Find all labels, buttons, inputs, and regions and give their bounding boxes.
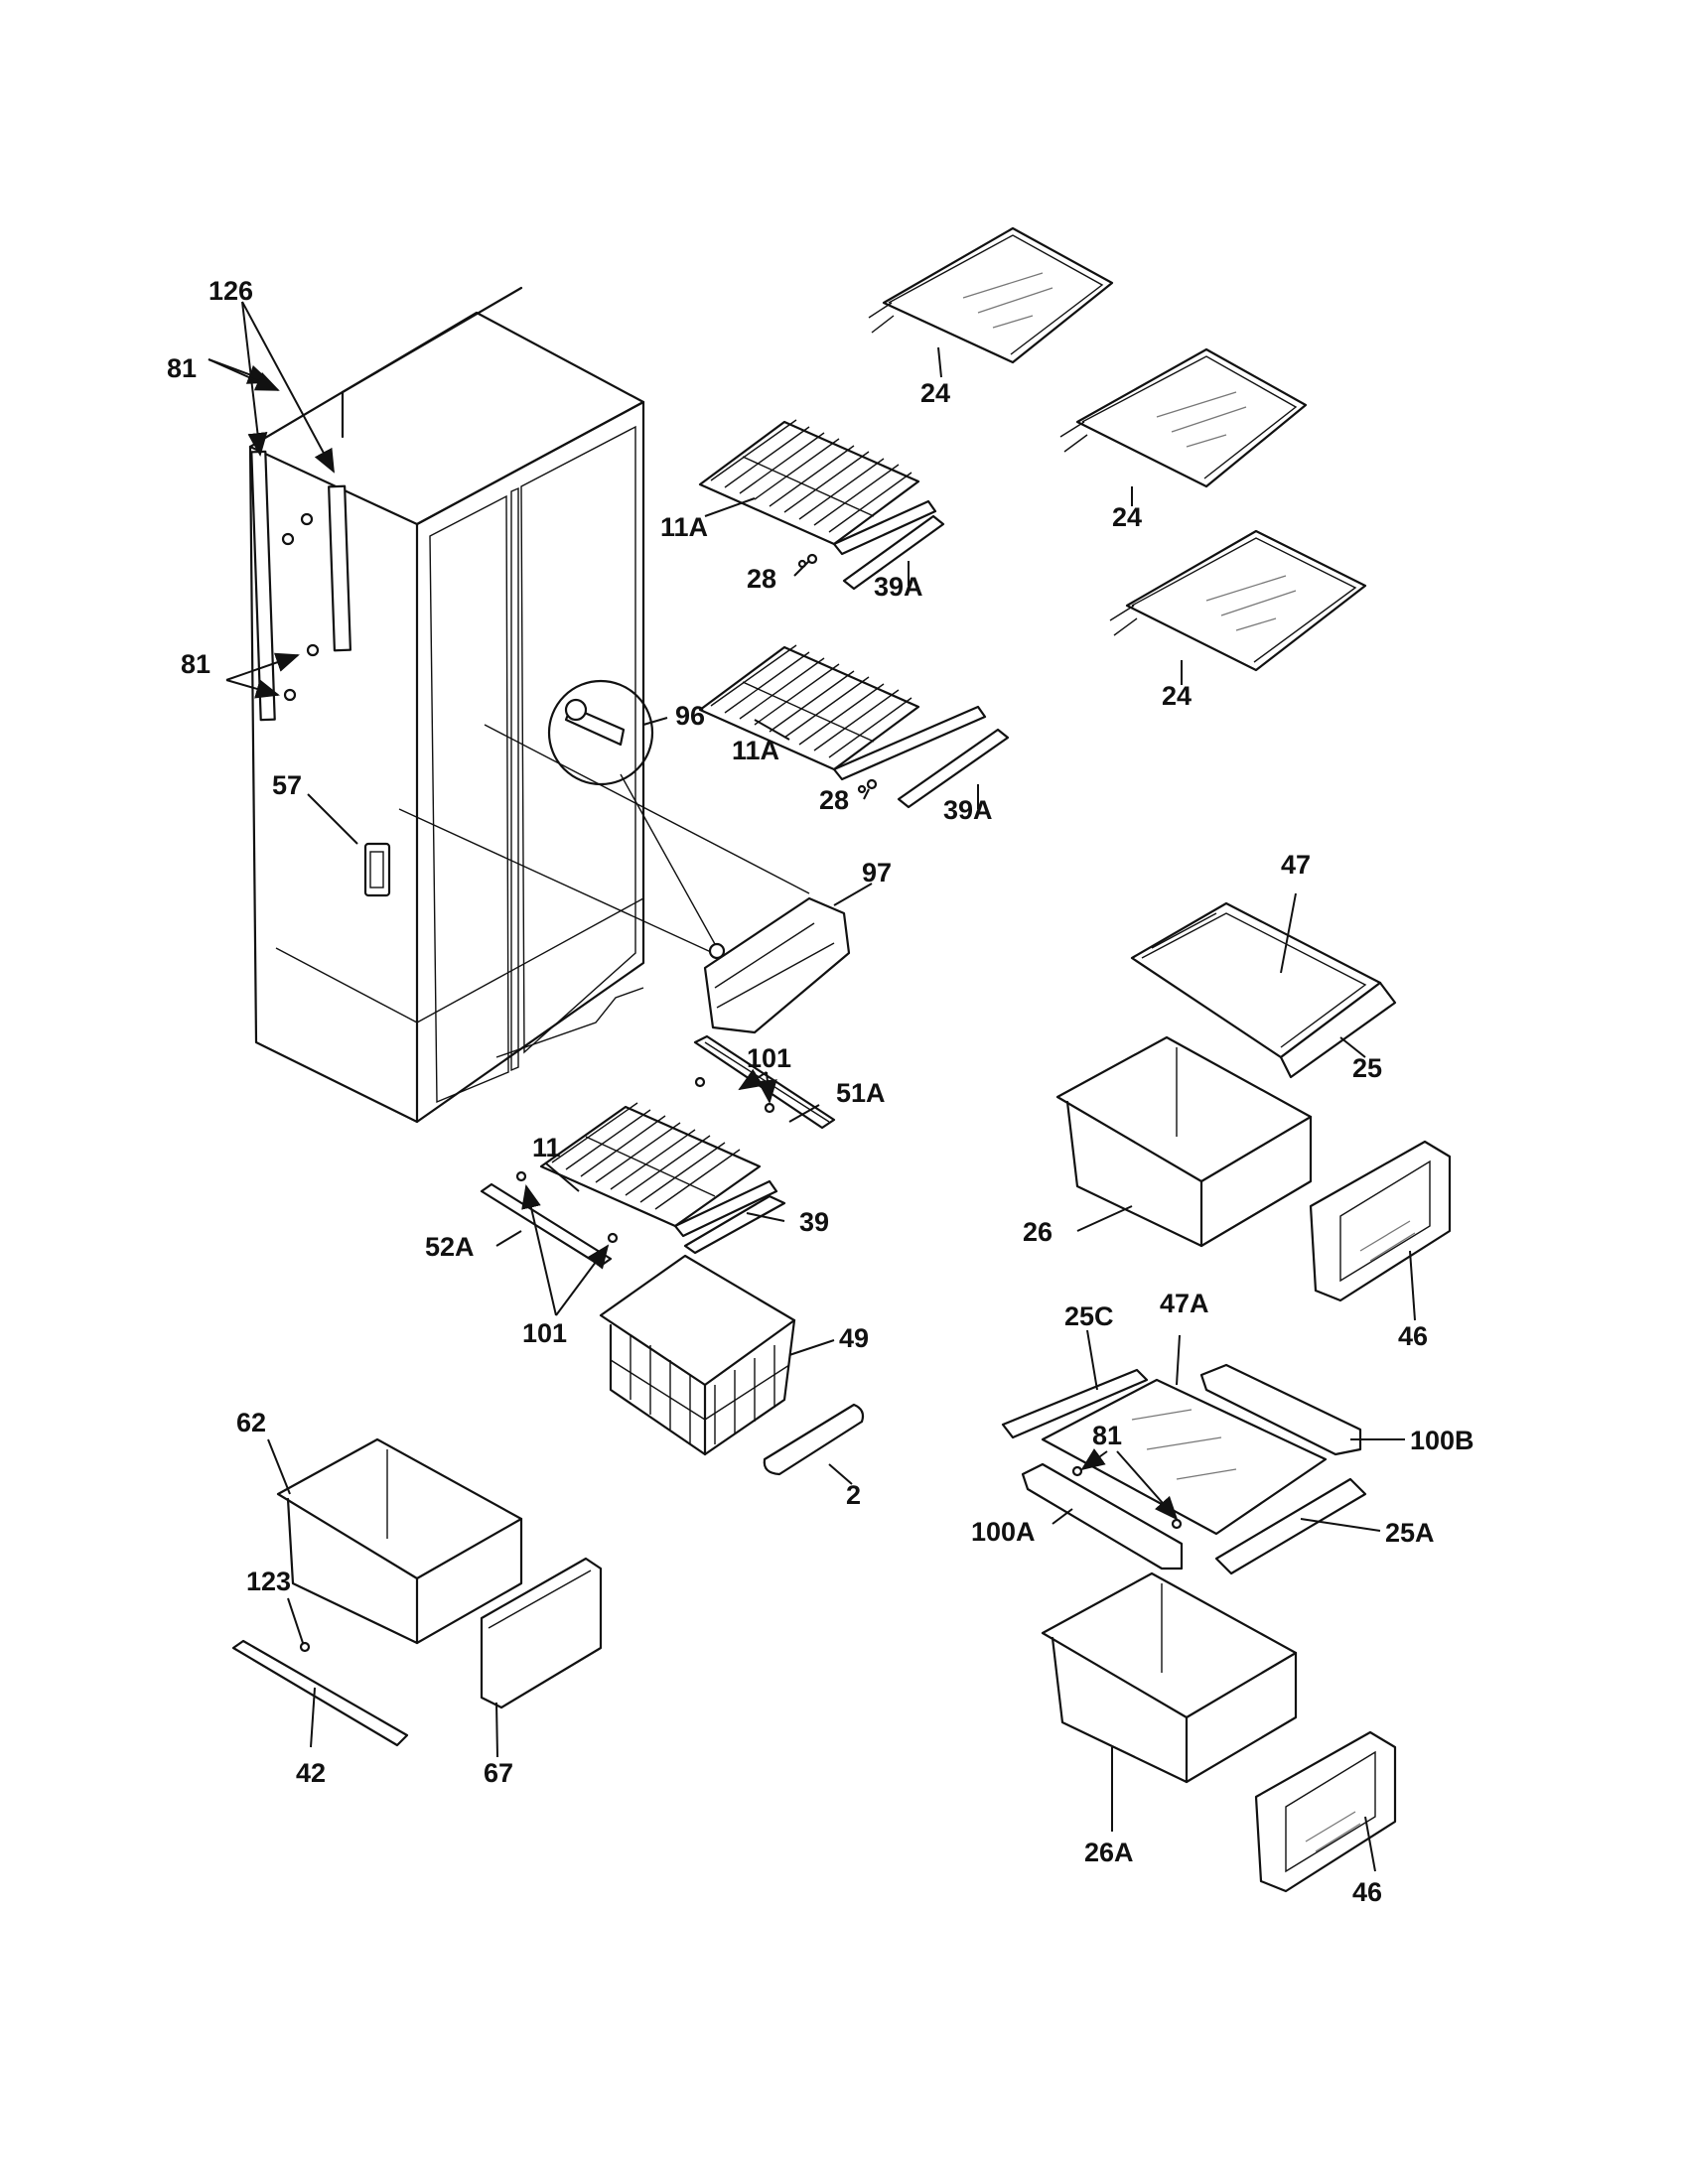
- label-100a: 100A: [971, 1517, 1036, 1547]
- label-28-upper: 28: [747, 564, 776, 594]
- label-11a-lower: 11A: [732, 736, 779, 765]
- label-39: 39: [799, 1207, 829, 1237]
- rail-42: [231, 1639, 409, 1747]
- label-25: 25: [1352, 1053, 1382, 1083]
- label-49: 49: [839, 1323, 869, 1353]
- label-11: 11: [532, 1133, 561, 1162]
- crisper-drawer-26a: [1041, 1571, 1298, 1784]
- wire-shelf-11: [539, 1102, 778, 1238]
- label-26: 26: [1023, 1217, 1052, 1247]
- label-2: 2: [846, 1480, 861, 1510]
- part-97-cover: [703, 896, 851, 1034]
- label-46-upper: 46: [1398, 1321, 1428, 1351]
- label-62: 62: [236, 1408, 266, 1437]
- screw-icon: [281, 512, 320, 702]
- crisper-front-46-lower: [1254, 1730, 1397, 1893]
- label-96: 96: [675, 701, 705, 731]
- label-126: 126: [209, 276, 253, 306]
- rail-25a: [1214, 1477, 1367, 1575]
- wire-shelf-11a-lower: [698, 644, 1010, 809]
- label-24-top: 24: [920, 378, 950, 408]
- label-81-lower: 81: [181, 649, 210, 679]
- label-51a: 51A: [836, 1078, 886, 1108]
- label-57: 57: [272, 770, 302, 800]
- label-39a-lower: 39A: [943, 795, 993, 825]
- label-52a: 52A: [425, 1232, 475, 1262]
- label-81-crisper: 81: [1092, 1421, 1122, 1450]
- label-101-upper: 101: [747, 1043, 791, 1073]
- label-28-lower: 28: [819, 785, 849, 815]
- wire-basket-49: [599, 1254, 796, 1456]
- glass-shelf-24-bottom: [1109, 529, 1367, 672]
- wire-shelf-11a-upper: [698, 419, 945, 591]
- label-24-middle: 24: [1112, 502, 1142, 532]
- rail-39: [683, 1194, 786, 1255]
- label-39a-upper: 39A: [874, 572, 923, 602]
- glass-shelf-24-middle: [1059, 347, 1308, 488]
- label-47: 47: [1281, 850, 1311, 880]
- refrigerator-cabinet: [248, 286, 810, 1124]
- label-123: 123: [246, 1567, 291, 1596]
- label-24-bottom: 24: [1162, 681, 1192, 711]
- label-26a: 26A: [1084, 1838, 1134, 1867]
- label-47a: 47A: [1160, 1289, 1209, 1318]
- rail-25c: [1001, 1368, 1149, 1439]
- glass-shelf-24-top: [868, 226, 1114, 364]
- front-67: [480, 1557, 603, 1709]
- label-11a-upper: 11A: [660, 512, 708, 542]
- label-81-upper: 81: [167, 353, 197, 383]
- label-101-lower: 101: [522, 1318, 567, 1348]
- label-100b: 100B: [1410, 1426, 1474, 1455]
- part-labels: 126 81 81 57 96 97 11A 28 39A 11A 28 39A…: [167, 276, 1474, 1907]
- label-25a: 25A: [1385, 1518, 1435, 1548]
- label-97: 97: [862, 858, 892, 887]
- label-42: 42: [296, 1758, 326, 1788]
- crisper-drawer-26: [1055, 1035, 1313, 1248]
- rail-100a: [1021, 1462, 1184, 1570]
- leader-lines: [208, 301, 1416, 1872]
- crisper-front-46-upper: [1309, 1140, 1452, 1302]
- label-46-lower: 46: [1352, 1877, 1382, 1907]
- rail-100b: [1199, 1363, 1362, 1456]
- label-67: 67: [484, 1758, 513, 1788]
- handle-2: [763, 1403, 865, 1476]
- bin-62: [276, 1437, 523, 1645]
- crisper-cover-47: [1130, 901, 1397, 1079]
- label-25c: 25C: [1064, 1301, 1114, 1331]
- rail-52a: [480, 1182, 613, 1268]
